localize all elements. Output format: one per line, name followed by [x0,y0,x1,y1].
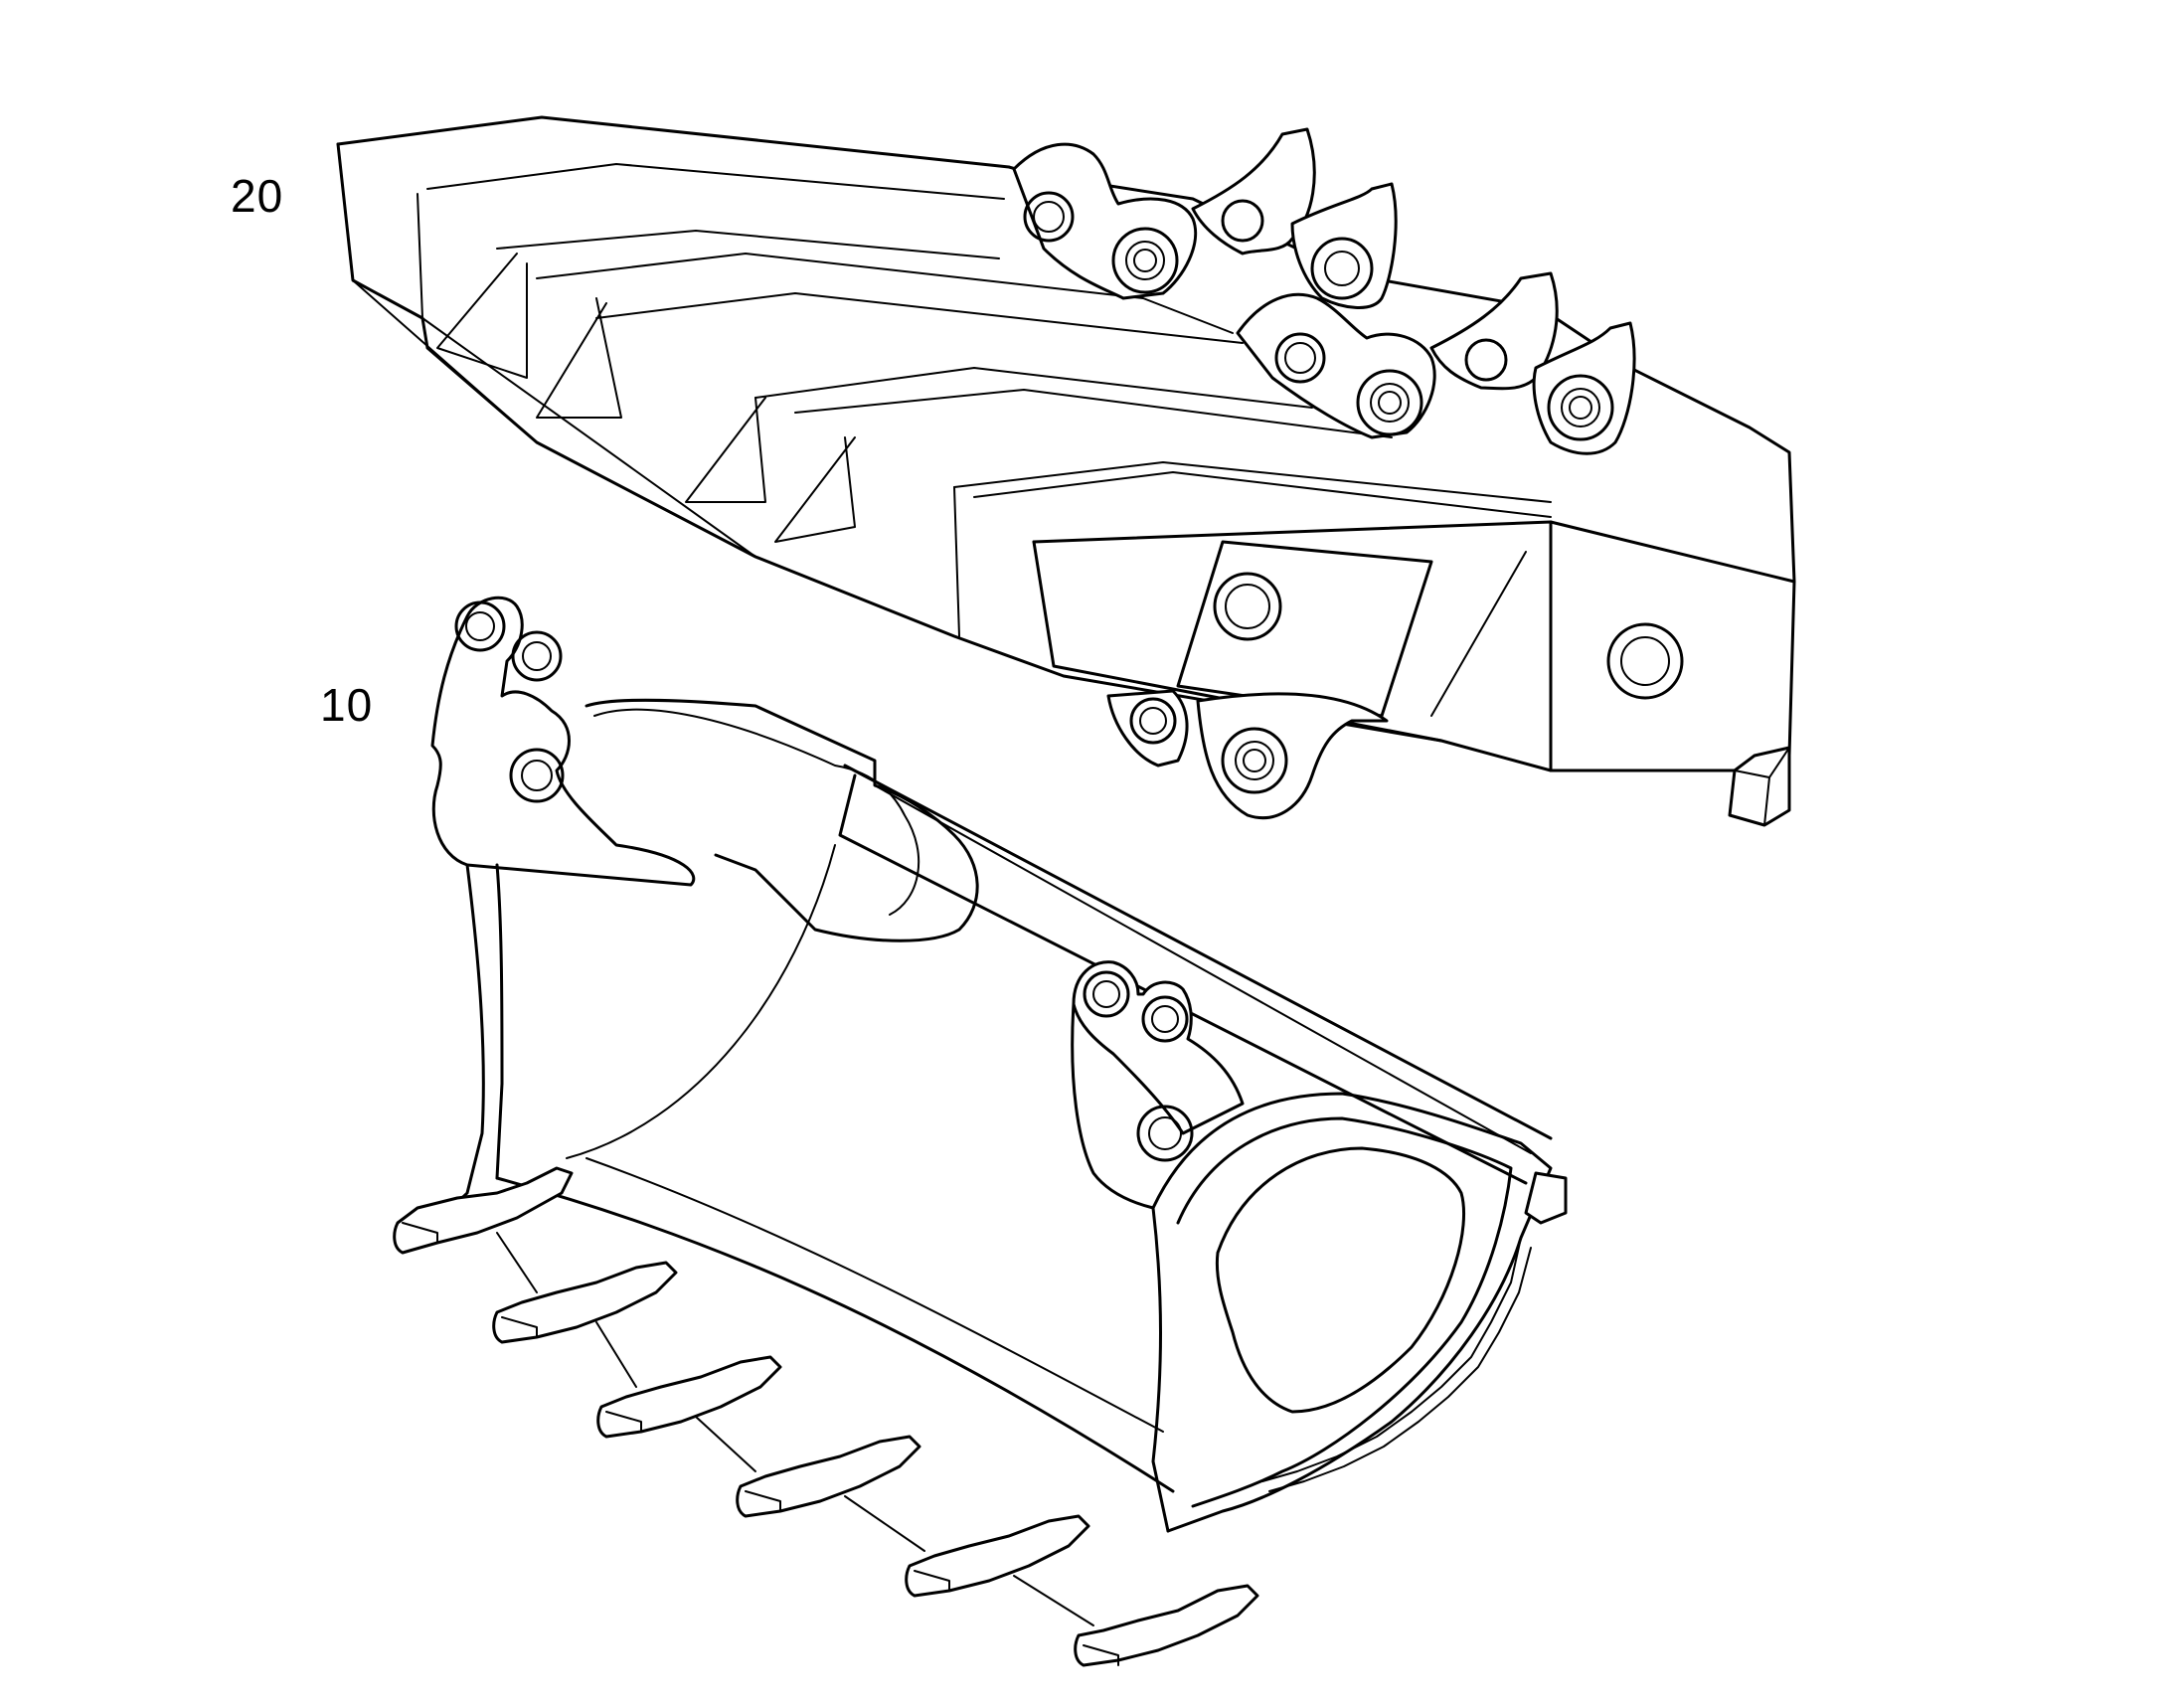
bucket-teeth [393,1166,1259,1667]
frame-assembly [336,115,1796,827]
callout-bucket-number: 10 [320,679,374,731]
bucket-assembly [393,596,1568,1667]
callout-frame-number: 20 [231,170,284,222]
